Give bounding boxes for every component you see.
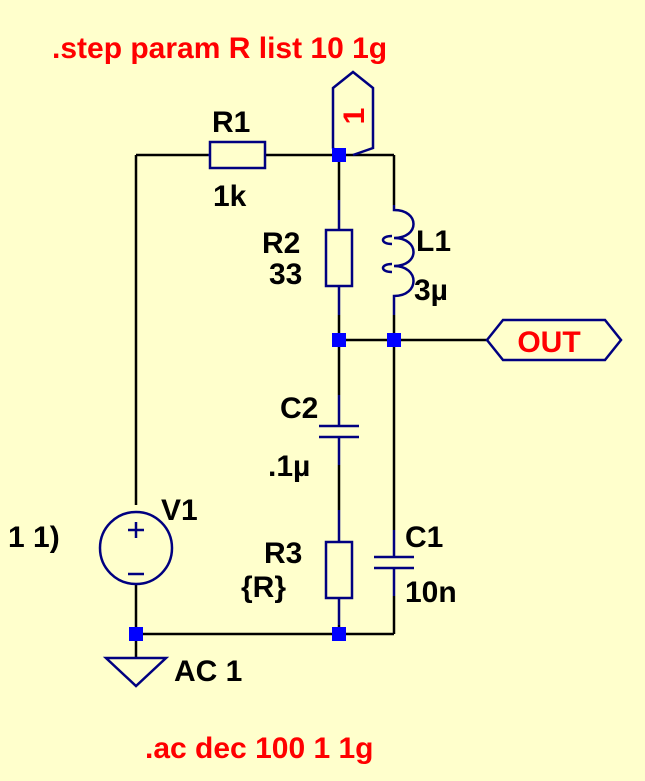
l1-value: 3µ [414, 274, 448, 307]
step-directive[interactable]: .step param R list 10 1g [52, 32, 387, 65]
r3-name: R3 [264, 537, 302, 570]
wires [134, 153, 487, 658]
c2-value: .1µ [268, 450, 310, 483]
junction-ground-left [129, 627, 143, 641]
v1-plus-sign [128, 522, 144, 538]
c1-name: C1 [405, 521, 443, 554]
net-label-out-flag [485, 318, 623, 362]
junction-ground-mid [332, 627, 346, 641]
r2-name: R2 [262, 227, 300, 260]
ground-icon [102, 656, 170, 688]
inductor-l1[interactable]: L1 3µ [381, 205, 451, 315]
r3-body [324, 540, 354, 600]
ac-directive[interactable]: .ac dec 100 1 1g [145, 732, 374, 765]
net-label-out-text: OUT [517, 326, 580, 359]
r2-value: 33 [269, 258, 302, 291]
ground-symbol[interactable] [102, 656, 170, 688]
r1-value: 1k [213, 180, 247, 213]
c2-plates [319, 424, 359, 439]
junctions [129, 148, 401, 641]
resistor-r2[interactable]: R2 33 [262, 200, 354, 315]
v1-ac-value: AC 1 [174, 655, 242, 688]
net-label-in-text: 1 [338, 108, 371, 125]
l1-coil-loops [381, 234, 393, 274]
l1-coil [392, 205, 415, 315]
junction-mid-right [387, 333, 401, 347]
voltage-source-v1[interactable]: V1 1 1) AC 1 [8, 494, 242, 688]
r1-body [208, 140, 267, 170]
net-label-in[interactable]: 1 [331, 70, 375, 157]
c2-name: C2 [280, 392, 318, 425]
r2-body [324, 228, 354, 288]
resistor-r3[interactable]: R3 {R} [241, 510, 354, 625]
r1-name: R1 [212, 106, 250, 139]
v1-value: 1 1) [8, 521, 60, 554]
r3-value: {R} [241, 571, 286, 604]
resistor-r1[interactable]: R1 1k [208, 106, 267, 213]
capacitor-c1[interactable]: C1 10n [374, 521, 457, 609]
c1-value: 10n [405, 576, 457, 609]
v1-name: V1 [161, 494, 198, 527]
c1-plates [374, 555, 414, 570]
junction-mid-left [332, 333, 346, 347]
junction-top [332, 148, 346, 162]
net-label-out[interactable]: OUT [485, 318, 623, 362]
capacitor-c2[interactable]: C2 .1µ [268, 392, 359, 483]
l1-name: L1 [416, 225, 451, 258]
